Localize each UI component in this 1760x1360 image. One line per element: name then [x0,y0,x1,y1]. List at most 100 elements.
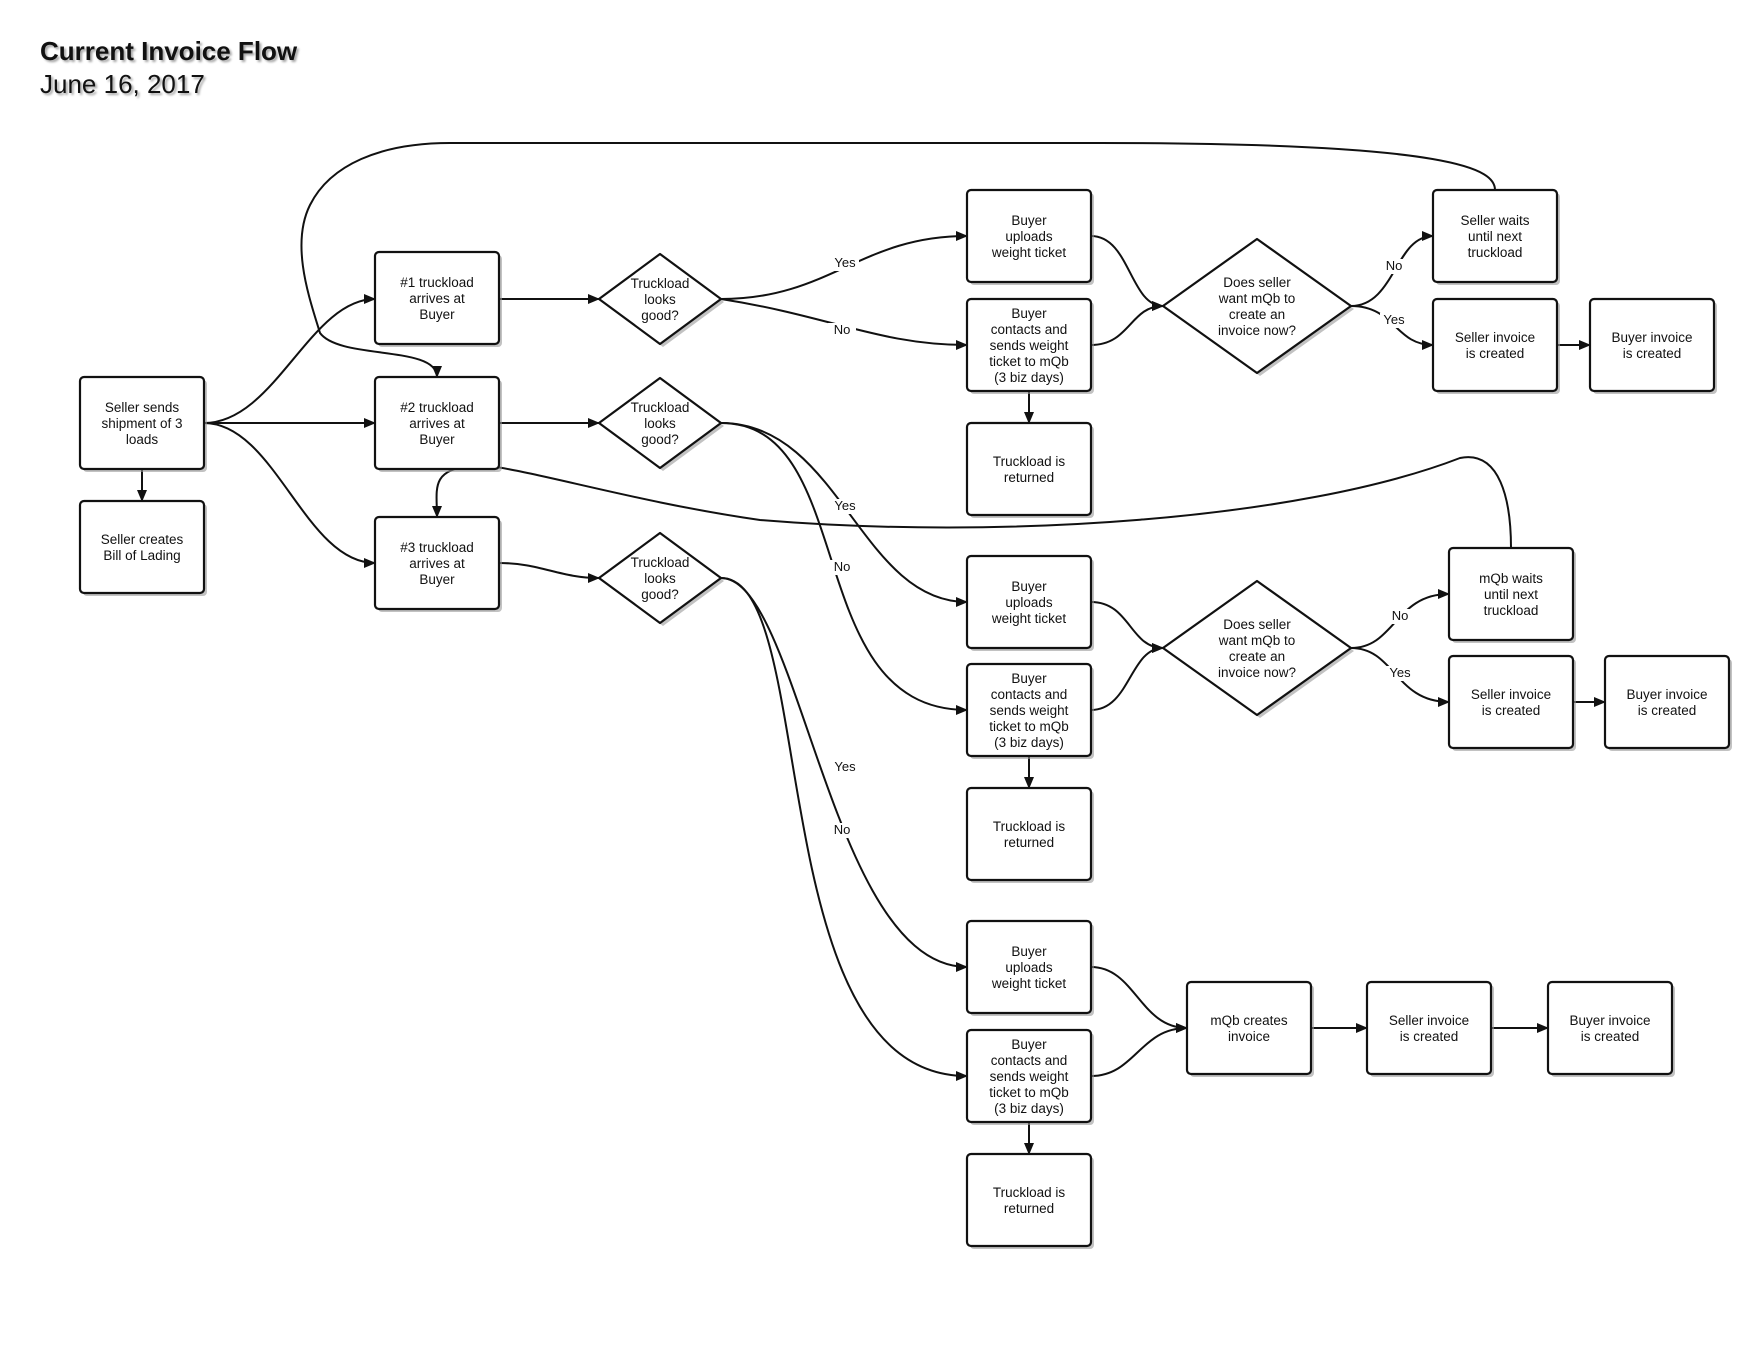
edge-label-background [1380,313,1408,328]
node-label-line: sends weight [990,703,1069,718]
node-label-line: sends weight [990,338,1069,353]
edge-d2-to-up2: Yes [720,422,968,607]
node-label-line: good? [641,432,679,447]
node-label-line: ticket to mQb [989,719,1069,734]
node-label-line: Buyer [1011,306,1047,321]
node-label-line: is created [1482,703,1541,718]
edge-seller-sends-to-t3 [203,422,376,568]
process-box [965,188,1093,284]
edge-label: Yes [834,759,856,774]
node-label-line: Buyer [1011,671,1047,686]
edge-label-background [1386,666,1414,681]
process-box [1546,980,1674,1076]
edge-line [1090,1023,1188,1077]
decision-diamond [597,252,723,346]
process-box [1447,546,1575,642]
page-title: Current Invoice Flow [40,36,298,66]
process-box [1185,980,1313,1076]
node-label-line: is created [1400,1029,1459,1044]
node-label-line: Truckload is [993,819,1066,834]
edge-line [300,142,1496,378]
decision-diamond [1161,237,1353,375]
edge-con3-to-mq [1090,1023,1188,1077]
node-label-line: Buyer [1011,944,1047,959]
edge-label: No [834,322,851,337]
node-label-line: create an [1229,649,1285,664]
edge-t3-to-d3 [498,562,600,583]
node-label-line: arrives at [409,291,465,306]
process-box [78,375,206,471]
node-label-line: Seller sends [105,400,180,415]
process-box [965,297,1093,393]
edge-w1-to-t2 [300,142,1496,378]
node-label-line: good? [641,587,679,602]
edge-up3-to-mq [1090,966,1188,1033]
process-box [1431,188,1559,284]
edge-up1-to-q1 [1090,235,1164,311]
edge-d2-to-con2: No [720,422,968,715]
edge-line [203,422,376,568]
edge-label-background [831,760,859,775]
node-label-line: Seller invoice [1389,1013,1469,1028]
edge-up2-to-q2 [1090,601,1164,653]
node-label-line: contacts and [991,322,1068,337]
process-box [373,250,501,346]
edge-con1-to-q1 [1090,301,1164,346]
node-label-line: returned [1004,470,1054,485]
node-label-line: (3 biz days) [994,370,1064,385]
node-label-line: returned [1004,835,1054,850]
node-label-line: weight ticket [991,245,1067,260]
node-label-line: sends weight [990,1069,1069,1084]
edge-label: Yes [1383,312,1405,327]
node-label-line: invoice now? [1218,665,1296,680]
process-box [1431,297,1559,393]
node-label-line: loads [126,432,159,447]
node-label-line: want mQb to [1218,291,1296,306]
node-label-line: good? [641,308,679,323]
edge-q1-to-si1: Yes [1350,305,1434,350]
edge-label-background [828,560,856,575]
node-label-line: is created [1581,1029,1640,1044]
node-label-line: want mQb to [1218,633,1296,648]
node-label-line: mQb waits [1479,571,1543,586]
page-date: June 16, 2017 [40,69,205,99]
edge-line [1090,301,1164,346]
node-label-line: #1 truckload [400,275,474,290]
node-label-line: Bill of Lading [103,548,180,563]
node-label-line: is created [1623,346,1682,361]
edge-line [1090,235,1164,311]
edge-label: No [1386,258,1403,273]
edge-label-background [1380,259,1408,274]
node-label-line: (3 biz days) [994,1101,1064,1116]
node-label-line: Buyer [1011,1037,1047,1052]
node-label-line: Buyer invoice [1611,330,1692,345]
edge-label-background [828,823,856,838]
node-label-line: ticket to mQb [989,354,1069,369]
node-label-line: returned [1004,1201,1054,1216]
node-label-line: Buyer invoice [1626,687,1707,702]
node-label-line: arrives at [409,416,465,431]
node-label-line: Buyer [1011,579,1047,594]
edge-q1-to-w1: No [1350,231,1434,307]
edge-d3-to-up3: Yes [720,577,968,972]
node-label-line: weight ticket [991,976,1067,991]
process-box [965,421,1093,517]
process-box [1447,654,1575,750]
edge-label: No [834,822,851,837]
edge-q2-to-si2: Yes [1350,647,1450,707]
process-box [965,554,1093,650]
process-box [78,499,206,595]
